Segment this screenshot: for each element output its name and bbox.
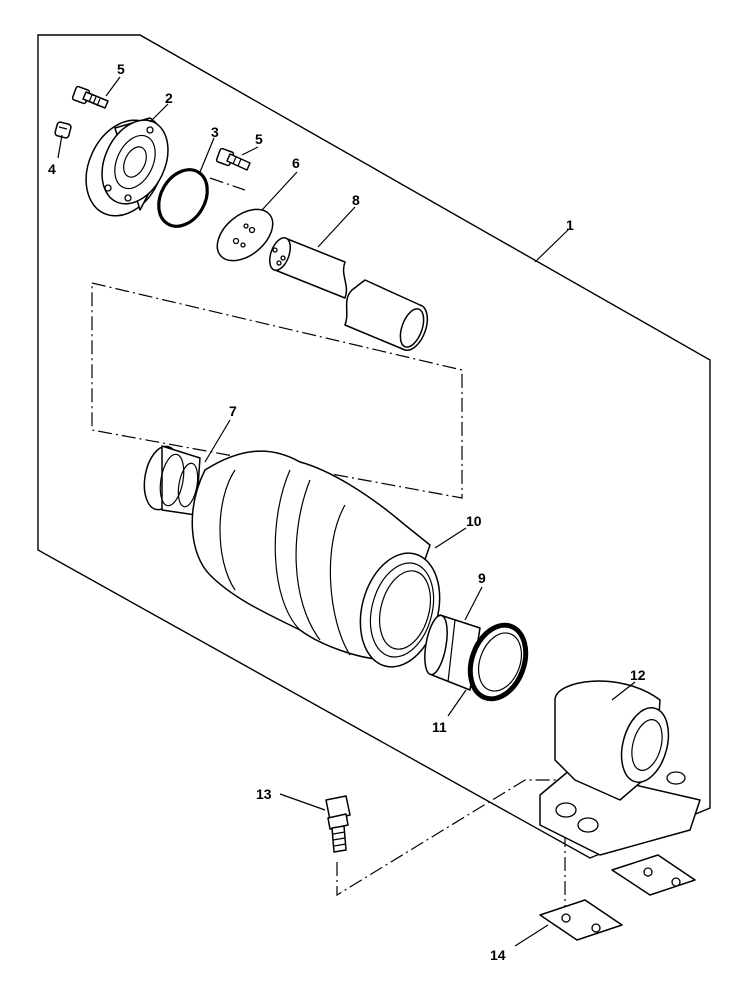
collar-part-2: [85, 117, 169, 217]
bracket-part-12: [539, 680, 701, 856]
plate-part-6: [216, 208, 274, 262]
plug-part-4: [54, 121, 72, 139]
bolt-part-5-lower: [215, 147, 251, 171]
callout-10: 10: [466, 513, 482, 529]
alignment-lines: [91, 177, 570, 920]
shaft-part-8: [268, 236, 429, 351]
o-ring-part-3: [157, 168, 209, 228]
callout-8: 8: [352, 192, 360, 208]
callouts: 1 2 3 4 5 5 6 7 8 9 10 11 12 13 14: [48, 61, 646, 963]
hex-bolt-part-13: [325, 795, 351, 853]
callout-14: 14: [490, 947, 506, 963]
callout-6: 6: [292, 155, 300, 171]
callout-11: 11: [432, 719, 447, 735]
callout-1: 1: [566, 217, 574, 233]
callout-5-upper: 5: [117, 61, 125, 77]
callout-13: 13: [256, 786, 272, 802]
callout-4: 4: [48, 161, 56, 177]
shim-plate-part-14-b: [539, 899, 623, 941]
callout-5-lower: 5: [255, 131, 263, 147]
seal-part-11: [467, 622, 529, 702]
callout-12: 12: [630, 667, 646, 683]
callout-3: 3: [211, 124, 219, 140]
shim-plate-part-14-a: [611, 854, 696, 896]
assembly-frame: [37, 34, 711, 859]
callout-7: 7: [229, 403, 237, 419]
callout-2: 2: [165, 90, 173, 106]
callout-9: 9: [478, 570, 486, 586]
leader-lines: [57, 76, 636, 947]
roller-body-part-10: [143, 445, 441, 668]
bolt-part-5-upper: [71, 85, 109, 109]
